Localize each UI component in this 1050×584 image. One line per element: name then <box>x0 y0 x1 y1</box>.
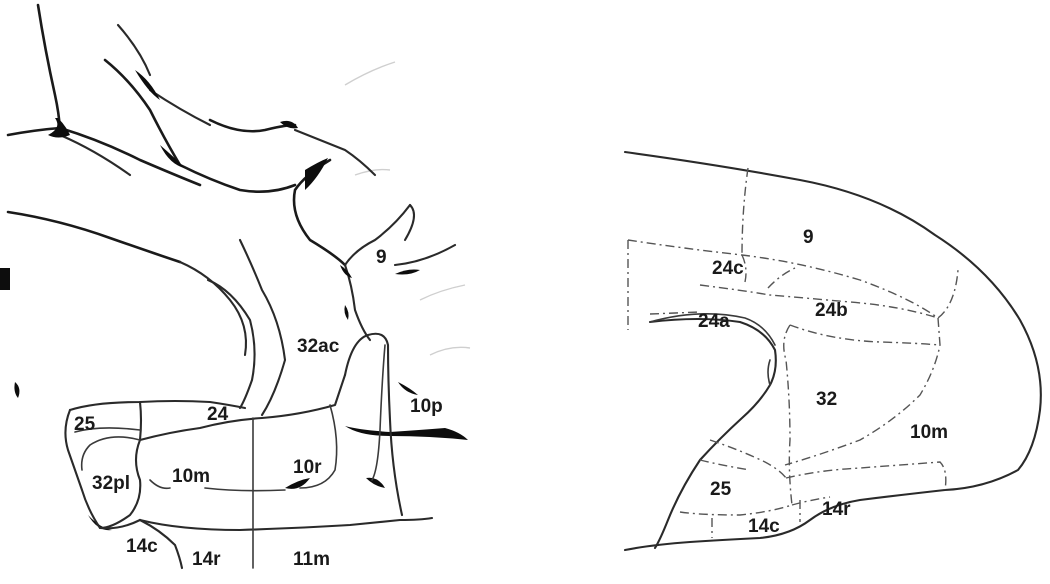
label-left-25: 25 <box>74 414 96 435</box>
dark-blobs <box>0 70 468 531</box>
left-panel-medial-wall-map: 9 32ac 10p 24 25 32pl 10m 10r 14c 14r 11… <box>0 3 471 570</box>
right-area-labels: 9 24c 24b 24a 32 10m 25 14c 14r <box>698 227 948 537</box>
label-right-32: 32 <box>816 389 837 410</box>
right-panel-schematic-map: 9 24c 24b 24a 32 10m 25 14c 14r <box>623 150 1042 552</box>
label-left-32ac: 32ac <box>297 336 340 357</box>
label-left-9: 9 <box>376 247 387 268</box>
label-left-10r: 10r <box>293 457 322 478</box>
outer-contour <box>623 150 1042 552</box>
label-right-24a: 24a <box>698 311 730 332</box>
dashed-boundaries <box>627 167 959 538</box>
label-right-24b: 24b <box>815 300 848 321</box>
area-boundaries <box>64 332 434 570</box>
label-right-10m: 10m <box>910 422 948 443</box>
label-right-9: 9 <box>803 227 814 248</box>
label-right-24c: 24c <box>712 258 744 279</box>
label-right-25: 25 <box>710 479 732 500</box>
label-left-10m: 10m <box>172 466 210 487</box>
label-right-14r: 14r <box>822 499 851 520</box>
label-left-10p: 10p <box>410 396 443 417</box>
left-area-labels: 9 32ac 10p 24 25 32pl 10m 10r 14c 14r 11… <box>74 247 443 570</box>
label-left-14c: 14c <box>126 536 158 557</box>
sulcus-strokes <box>6 3 457 417</box>
corpus-callosum-contour <box>648 317 777 550</box>
label-left-11m: 11m <box>293 549 330 570</box>
label-left-14r: 14r <box>192 549 221 570</box>
label-right-14c: 14c <box>748 516 780 537</box>
label-left-24: 24 <box>207 404 229 425</box>
label-left-32pl: 32pl <box>92 473 130 494</box>
